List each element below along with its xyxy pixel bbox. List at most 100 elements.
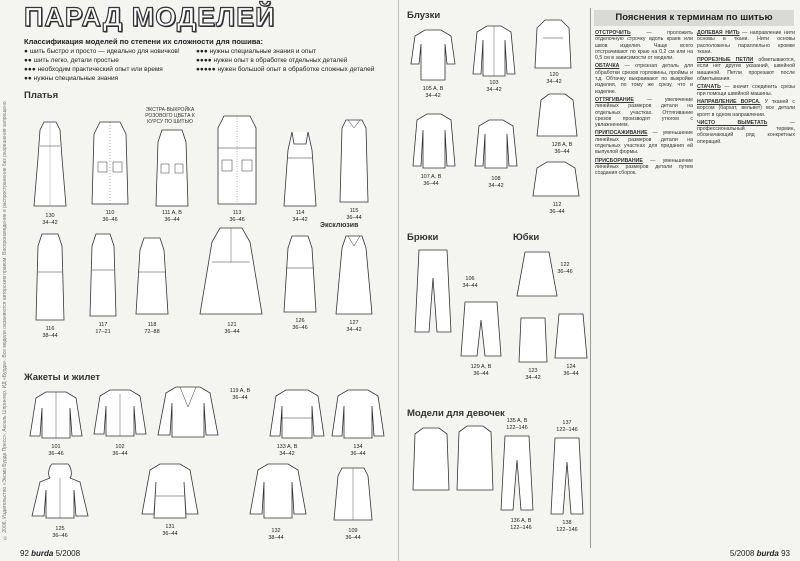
legend-item: ●● нужны специальные знания — [24, 75, 119, 82]
blouse-figure — [535, 92, 579, 142]
jacket-figure — [140, 462, 200, 522]
dress-figure — [280, 234, 320, 318]
girls-figure — [455, 424, 495, 496]
section-jackets: Жакеты и жилет — [24, 372, 101, 383]
legend-left: ● шить быстро и просто — идеально для но… — [24, 47, 194, 83]
blouse-figure — [473, 118, 519, 172]
glossary-entry: ДОЛЕВАЯ НИТЬ — направление нити основы в… — [697, 30, 795, 55]
dress-figure — [84, 232, 122, 322]
jacket-figure — [92, 388, 148, 440]
extra-pattern-note: ЭКСТРА-ВЫКРОЙКА РОЗОВОГО ЦВЕТА К КУРСУ П… — [145, 107, 195, 125]
girls-figure — [499, 434, 535, 514]
glossary-entry: СТАЧАТЬ — значит соединить срезы при пом… — [697, 84, 795, 97]
dress-figure — [214, 112, 260, 210]
dress-figure — [88, 120, 132, 210]
section-blouses: Блузки — [407, 10, 441, 21]
legend-item: ● шить быстро и просто — идеально для но… — [24, 48, 180, 55]
footer-right: 5/2008 burda 93 — [729, 549, 790, 558]
glossary-entry: ОБТАЧКА — отрезная деталь для обработки … — [595, 63, 693, 95]
dress-figure — [150, 128, 194, 210]
glossary-title: Пояснения к терминам по шитью — [594, 10, 794, 26]
dress-figure — [30, 118, 70, 213]
section-trousers: Брюки — [407, 232, 439, 243]
dress-figure — [280, 130, 320, 210]
legend-item: ●●●●● нужен большой опыт в обработке сло… — [196, 66, 375, 73]
jacket-figure — [248, 462, 308, 522]
section-dresses: Платья — [24, 90, 59, 101]
dress-figure — [334, 118, 374, 208]
dress-figure — [332, 234, 376, 320]
glossary-entry: ОТСТРОЧИТЬ — проложить отделочную строчк… — [595, 30, 693, 62]
skirt-figure — [515, 316, 551, 366]
glossary-entry: ПРИСБОРИВАНИЕ — уменьшение линейных разм… — [595, 157, 693, 177]
trousers-figure — [413, 248, 453, 336]
section-girls: Модели для девочек — [407, 408, 505, 419]
dress-figure — [30, 230, 70, 326]
skirt-figure — [553, 312, 589, 362]
glossary-entry: ПРИПОСАЖИВАНИЕ — уменьшение линейных раз… — [595, 130, 693, 156]
jacket-figure — [330, 388, 386, 442]
legend-item: ●● шить легко, детали простые — [24, 57, 119, 64]
legend-right: ●●● нужны специальные знания и опыт ●●●●… — [196, 47, 396, 74]
exclusive-label: Эксклюзив — [320, 222, 359, 229]
copyright-note: © 2008, Издательство «Эксмо Бурда Пресс»… — [2, 99, 8, 540]
glossary-column-2: ДОЛЕВАЯ НИТЬ — направление нити основы в… — [697, 30, 795, 535]
blouse-figure — [531, 160, 581, 200]
glossary-entry: ПРОРЕЗНЫЕ ПЕТЛИ обметываются, если нет д… — [697, 57, 795, 83]
dress-figure — [196, 226, 266, 320]
legend-header: Классификация моделей по степени их слож… — [24, 37, 263, 46]
girls-figure — [411, 426, 451, 496]
blouse-figure — [533, 18, 573, 72]
jacket-figure — [156, 385, 220, 441]
blouse-figure — [471, 24, 517, 80]
page-title: ПАРАД МОДЕЛЕЙ — [23, 1, 276, 32]
skirt-figure — [515, 250, 559, 300]
legend-item: ●●●● нужен опыт в обработке отдельных де… — [196, 57, 348, 64]
jacket-figure — [28, 390, 84, 442]
trousers-figure — [459, 300, 503, 360]
blouse-figure — [411, 112, 457, 172]
jacket-figure — [30, 462, 90, 522]
glossary-entry: НАПРАВЛЕНИЕ ВОРСА. У тканей с ворсом (ба… — [697, 98, 795, 118]
dress-figure — [132, 236, 172, 320]
left-page: © 2008, Издательство «Эксмо Бурда Пресс»… — [0, 0, 399, 561]
girls-figure — [549, 436, 585, 518]
section-skirts: Юбки — [513, 232, 540, 243]
blouse-figure — [409, 28, 457, 84]
vest-figure — [330, 466, 376, 524]
